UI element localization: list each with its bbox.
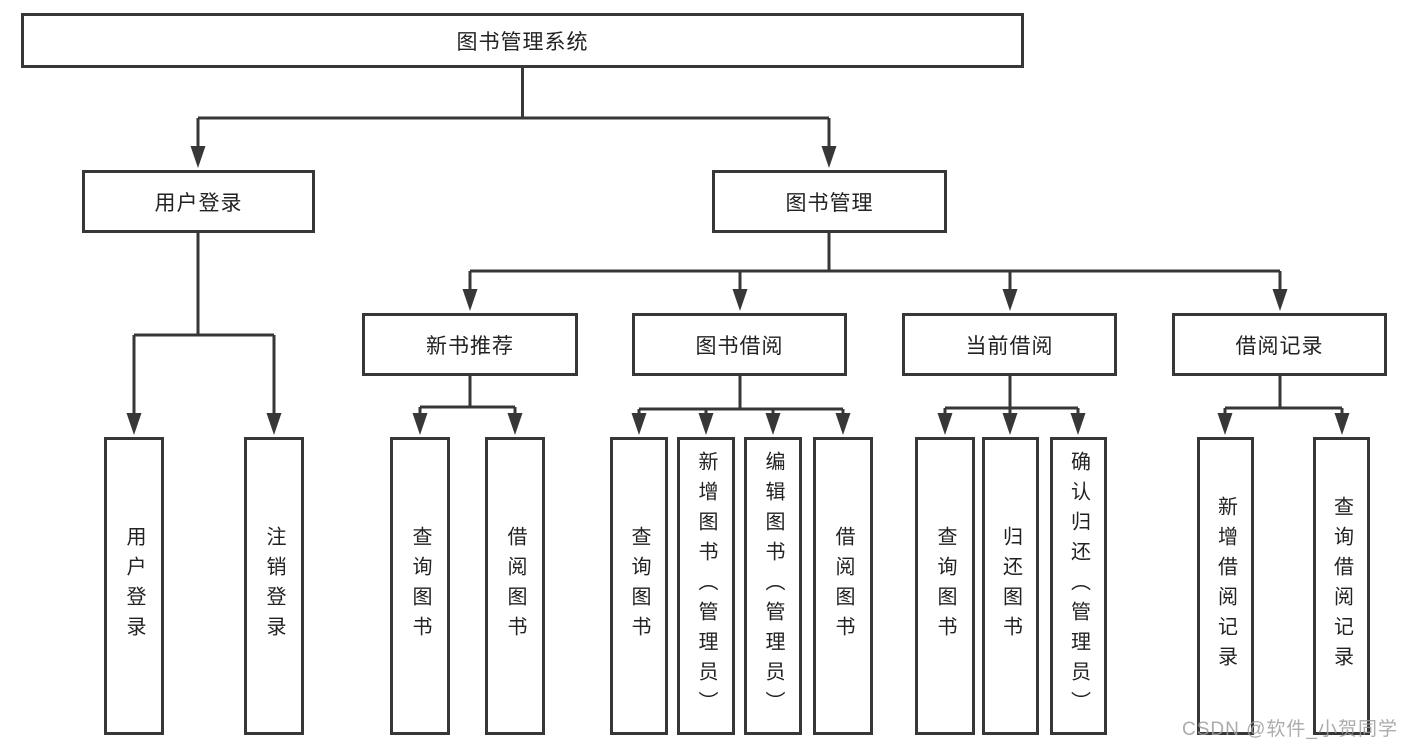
node-book-management: 图书管理	[712, 170, 947, 233]
leaf-query-books-borrowing: 查询图书	[610, 437, 668, 735]
leaf-logout-label: 注销登录	[263, 526, 285, 646]
node-library-management-system: 图书管理系统	[21, 13, 1024, 68]
leaf-edit-book-admin: 编辑图书（管理员）	[744, 437, 802, 735]
leaf-borrow-books-recommend-label: 借阅图书	[504, 526, 526, 646]
leaf-borrow-books-recommend: 借阅图书	[485, 437, 545, 735]
leaf-edit-book-admin-label: 编辑图书（管理员）	[762, 451, 784, 721]
leaf-add-book-admin: 新增图书（管理员）	[677, 437, 735, 735]
connector-new-book-recommendation-branch	[418, 376, 517, 417]
leaf-logout: 注销登录	[244, 437, 304, 735]
leaf-query-books-recommend-label: 查询图书	[409, 526, 431, 646]
leaf-query-books-current-label: 查询图书	[934, 526, 956, 646]
connector-current-borrowing-branch	[943, 376, 1080, 417]
node-borrowing-records-label: 借阅记录	[1235, 334, 1324, 358]
leaf-confirm-return-admin-label: 确认归还（管理员）	[1067, 451, 1090, 721]
node-user-login: 用户登录	[82, 170, 315, 233]
leaf-query-books-recommend: 查询图书	[390, 437, 450, 735]
leaf-confirm-return-admin: 确认归还（管理员）	[1050, 437, 1107, 735]
node-current-borrowing-label: 当前借阅	[965, 334, 1054, 358]
node-library-management-system-label: 图书管理系统	[456, 30, 589, 54]
node-new-book-recommendation: 新书推荐	[362, 313, 578, 376]
node-borrowing-records: 借阅记录	[1172, 313, 1387, 376]
connector-book-borrowing-branch	[637, 376, 845, 417]
leaf-borrow-books-borrowing-label: 借阅图书	[832, 526, 854, 646]
leaf-query-borrow-record: 查询借阅记录	[1313, 437, 1370, 735]
leaf-query-books-borrowing-label: 查询图书	[628, 526, 650, 646]
node-book-borrowing-label: 图书借阅	[695, 334, 784, 358]
leaf-add-book-admin-label: 新增图书（管理员）	[695, 451, 717, 721]
connector-user-login-branch	[132, 233, 276, 417]
leaf-user-login-label: 用户登录	[123, 526, 145, 646]
leaf-query-books-current: 查询图书	[915, 437, 975, 735]
arrowheads	[126, 146, 1350, 435]
connector-borrowing-records-branch	[1223, 376, 1344, 417]
leaf-return-books-label: 归还图书	[999, 526, 1022, 646]
connector-book-management-branch	[468, 233, 1282, 293]
node-user-login-label: 用户登录	[154, 191, 243, 215]
leaf-add-borrow-record-label: 新增借阅记录	[1214, 496, 1237, 676]
node-book-borrowing: 图书借阅	[632, 313, 847, 376]
leaf-return-books: 归还图书	[982, 437, 1039, 735]
csdn-watermark: CSDN @软件_小贺同学	[1182, 719, 1398, 740]
node-current-borrowing: 当前借阅	[902, 313, 1117, 376]
leaf-add-borrow-record: 新增借阅记录	[1197, 437, 1254, 735]
leaf-user-login: 用户登录	[104, 437, 164, 735]
node-new-book-recommendation-label: 新书推荐	[426, 334, 514, 358]
leaf-borrow-books-borrowing: 借阅图书	[813, 437, 873, 735]
connector-root-to-level2	[196, 68, 831, 150]
leaf-query-borrow-record-label: 查询借阅记录	[1330, 496, 1353, 676]
node-book-management-label: 图书管理	[785, 191, 874, 215]
